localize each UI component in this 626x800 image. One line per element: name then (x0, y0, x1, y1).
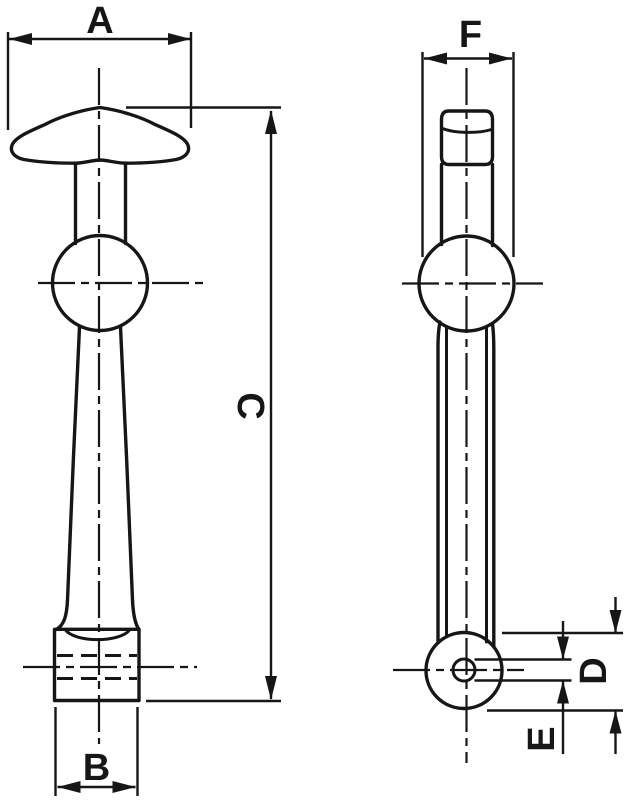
dimension-label-c: C (229, 392, 271, 419)
dimension-b: B (54, 707, 139, 796)
arrowhead-left (57, 781, 81, 793)
arrowhead-top (265, 110, 277, 134)
arrowhead-right (489, 52, 512, 65)
dimension-label-d: D (573, 657, 615, 684)
dimension-label-e: E (521, 726, 563, 751)
base-boss (52, 627, 141, 703)
dimension-label-b: B (83, 747, 110, 789)
arrowhead-right (168, 33, 191, 45)
dimension-c: C (126, 106, 281, 703)
arrowhead-left (424, 52, 447, 65)
dimension-e: E (474, 621, 572, 754)
arrowhead-bottom (609, 710, 622, 734)
arrowhead-bottom (557, 680, 569, 704)
shaft-end-arc (63, 627, 132, 641)
front-view (9, 68, 203, 744)
side-view (393, 68, 543, 763)
dimension-f: F (421, 14, 515, 257)
shaft-left-edge (54, 325, 82, 631)
dimension-label-f: F (459, 14, 482, 56)
arrowhead-top (557, 636, 569, 660)
shaft-outer-left-side (436, 320, 442, 643)
dimension-a: A (6, 0, 193, 130)
arrowhead-top (609, 610, 622, 633)
arrowhead-bottom (265, 676, 277, 700)
grip-end-outline (439, 109, 495, 167)
dimension-label-a: A (86, 0, 113, 42)
shaft-right-edge (118, 325, 141, 631)
arrowhead-left (9, 33, 32, 45)
shaft-outer-right-side (490, 322, 496, 648)
arrowhead-right (112, 781, 136, 793)
